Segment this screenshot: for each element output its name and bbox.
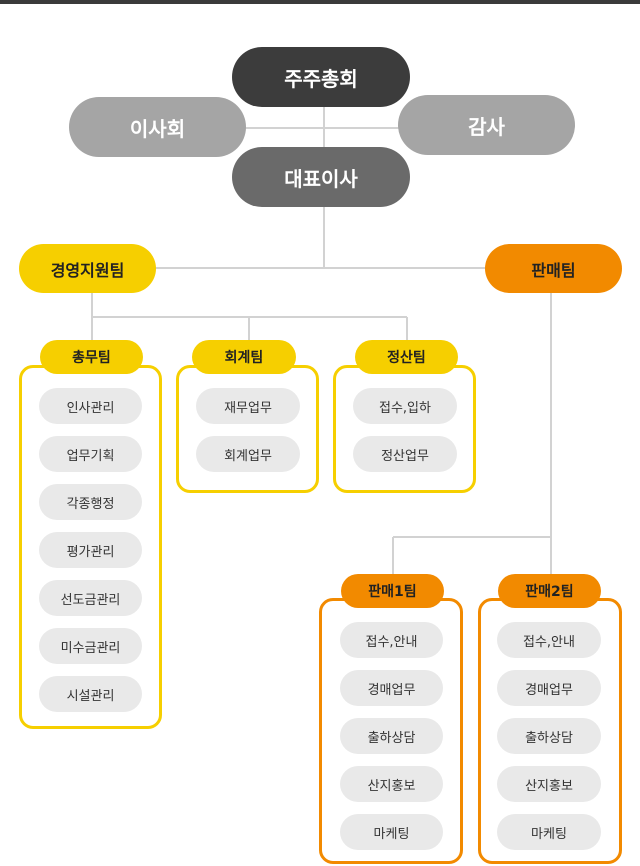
- board-label: 이사회: [129, 116, 186, 141]
- list-item-label: 회계업무: [224, 448, 272, 464]
- list-item-label: 접수,안내: [523, 634, 575, 650]
- list-item-label: 정산업무: [381, 448, 429, 464]
- list-item-label: 평가관리: [66, 544, 115, 560]
- list-item: 각종행정: [39, 484, 142, 520]
- list-item: 업무기획: [39, 436, 142, 472]
- ceo-label: 대표이사: [284, 166, 358, 191]
- shareholders-node: 주주총회: [232, 47, 410, 107]
- list-item: 출하상담: [340, 718, 443, 754]
- settlement-team-tag: 정산팀: [355, 340, 458, 374]
- list-item: 미수금관리: [39, 628, 142, 664]
- list-item: 선도금관리: [39, 580, 142, 616]
- list-item: 경매업무: [497, 670, 601, 706]
- sales1-team-label: 판매1팀: [368, 584, 417, 600]
- general-affairs-team-tag: 총무팀: [40, 340, 143, 374]
- list-item: 시설관리: [39, 676, 142, 712]
- sales2-team-tag: 판매2팀: [498, 574, 601, 608]
- list-item: 접수,안내: [497, 622, 601, 658]
- accounting-team-label: 회계팀: [224, 350, 264, 366]
- list-item: 정산업무: [353, 436, 457, 472]
- list-item: 접수,입하: [353, 388, 457, 424]
- list-item-label: 산지홍보: [367, 778, 416, 794]
- sales-division-label: 판매팀: [531, 260, 576, 280]
- list-item-label: 접수,안내: [365, 634, 418, 650]
- ceo-node: 대표이사: [232, 147, 410, 207]
- sales1-team-tag: 판매1팀: [341, 574, 444, 608]
- auditor-label: 감사: [468, 114, 505, 139]
- list-item: 회계업무: [196, 436, 300, 472]
- list-item-label: 산지홍보: [525, 778, 573, 794]
- settlement-team-label: 정산팀: [387, 350, 426, 366]
- list-item-label: 인사관리: [66, 400, 115, 416]
- list-item: 평가관리: [39, 532, 142, 568]
- list-item-label: 마케팅: [531, 826, 567, 842]
- list-item-label: 선도금관리: [60, 592, 121, 608]
- auditor-node: 감사: [398, 95, 575, 155]
- settlement-team-box: [333, 365, 476, 493]
- management-division-label: 경영지원팀: [50, 260, 125, 280]
- list-item-label: 출하상담: [525, 730, 573, 746]
- list-item-label: 경매업무: [367, 682, 416, 698]
- list-item: 경매업무: [340, 670, 443, 706]
- accounting-team-box: [176, 365, 319, 493]
- general-affairs-team-label: 총무팀: [72, 350, 111, 366]
- list-item: 접수,안내: [340, 622, 443, 658]
- list-item-label: 재무업무: [224, 400, 272, 416]
- top-bar: [0, 0, 640, 4]
- list-item-label: 경매업무: [525, 682, 573, 698]
- list-item: 인사관리: [39, 388, 142, 424]
- shareholders-label: 주주총회: [284, 66, 358, 91]
- sales-division-node: 판매팀: [485, 244, 622, 293]
- list-item: 출하상담: [497, 718, 601, 754]
- list-item: 산지홍보: [340, 766, 443, 802]
- list-item: 재무업무: [196, 388, 300, 424]
- list-item-label: 시설관리: [66, 688, 115, 704]
- accounting-team-tag: 회계팀: [192, 340, 296, 374]
- list-item-label: 업무기획: [66, 448, 115, 464]
- list-item: 산지홍보: [497, 766, 601, 802]
- management-division-node: 경영지원팀: [19, 244, 156, 293]
- list-item: 마케팅: [340, 814, 443, 850]
- list-item-label: 각종행정: [66, 496, 115, 512]
- list-item: 마케팅: [497, 814, 601, 850]
- list-item-label: 접수,입하: [379, 400, 431, 416]
- sales2-team-label: 판매2팀: [525, 584, 574, 600]
- list-item-label: 출하상담: [367, 730, 416, 746]
- board-node: 이사회: [69, 97, 246, 157]
- list-item-label: 마케팅: [373, 826, 410, 842]
- list-item-label: 미수금관리: [60, 640, 121, 656]
